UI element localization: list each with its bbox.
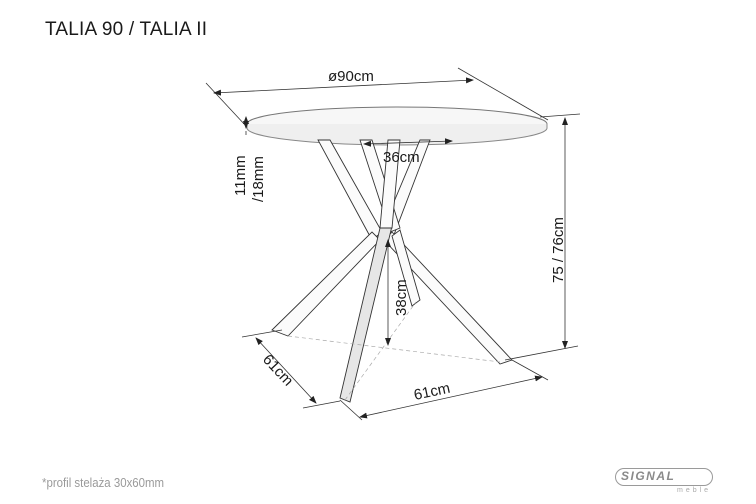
cross-height-label: 38cm xyxy=(393,279,410,316)
logo-subtitle: meble xyxy=(677,487,712,494)
base-width-dimension: 61cm xyxy=(339,359,549,421)
frame-profile-note: *profil stelaża 30x60mm xyxy=(42,475,165,490)
total-height-dimension: 75 / 76cm xyxy=(504,113,581,361)
table-top xyxy=(246,106,548,146)
thickness-alt-label: /18mm xyxy=(250,156,267,202)
frame-width-dimension: 36cm xyxy=(363,138,453,166)
base-outline xyxy=(287,301,501,401)
table-frame xyxy=(271,139,513,403)
diameter-label: ø90cm xyxy=(328,68,374,85)
total-height-label: 75 / 76cm xyxy=(550,217,567,283)
signal-logo: SIGNAL meble xyxy=(615,468,715,498)
thickness-dimension: 11mm /18mm xyxy=(232,116,267,202)
logo-brand: SIGNAL xyxy=(621,469,676,483)
thickness-label: 11mm xyxy=(232,155,249,196)
diameter-dimension: ø90cm xyxy=(205,67,549,127)
logo-border xyxy=(615,468,713,486)
product-title: TALIA 90 / TALIA II xyxy=(45,19,208,40)
frame-width-label: 36cm xyxy=(383,149,420,166)
base-depth-label: 61cm xyxy=(259,351,296,389)
cross-height-dimension: 38cm xyxy=(385,239,410,346)
base-width-label: 61cm xyxy=(412,380,451,404)
base-depth-dimension: 61cm xyxy=(241,329,341,409)
